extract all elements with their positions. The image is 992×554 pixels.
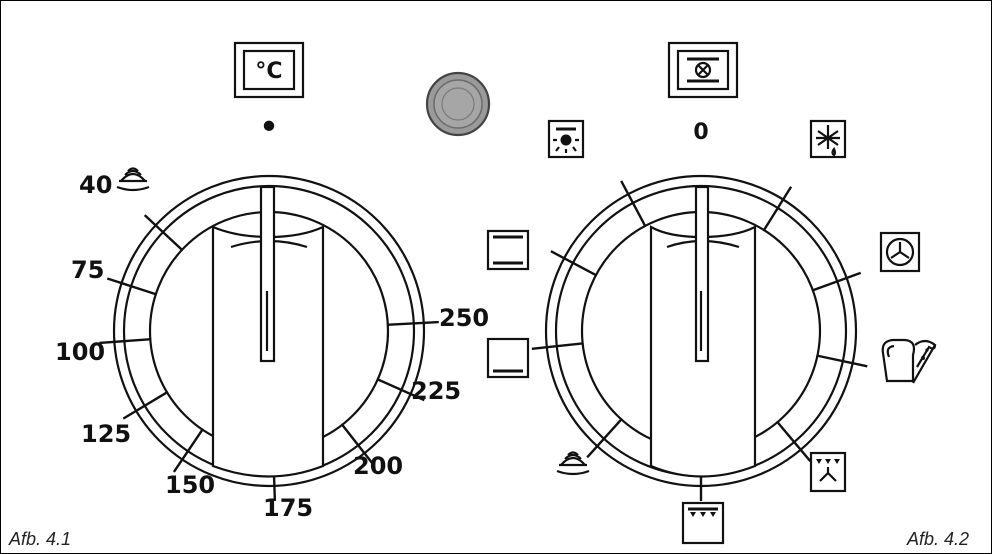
pilot-lamp-icon [425, 71, 491, 137]
oven-lamp-icon [547, 119, 585, 159]
scale-label-75: 75 [71, 256, 104, 284]
bottom-heat-icon [486, 337, 530, 379]
scale-label-250: 250 [439, 304, 489, 332]
thermostat-pointer [259, 185, 276, 363]
thermostat-scale: 40 75 100 125 150 175 200 225 250 [55, 171, 489, 522]
selector-off-label: 0 [693, 120, 708, 145]
thermostat-tick-7 [376, 377, 425, 402]
grill-icon [681, 501, 725, 545]
scale-label-200: 200 [353, 452, 403, 480]
selector-tick-3 [811, 271, 862, 292]
scale-label-125: 125 [81, 420, 131, 448]
defrost-icon [809, 119, 847, 159]
bread-warm-icon [556, 451, 590, 476]
thermostat-indicator-dot: • [258, 107, 279, 148]
selector-tick-6 [586, 417, 623, 459]
scale-label-100: 100 [55, 338, 105, 366]
figure-caption-left: Afb. 4.1 [8, 529, 71, 549]
figure-caption-right: Afb. 4.2 [906, 529, 969, 549]
plate-warming-icon [116, 167, 150, 192]
function-selector-dial[interactable] [531, 174, 868, 501]
temperature-symbol-box: °C [233, 41, 305, 99]
top-bottom-heat-icon [486, 229, 530, 271]
selector-pointer [694, 185, 710, 363]
selector-tick-7 [775, 420, 812, 462]
toast-pizza-icon [881, 338, 937, 384]
thermostat-tick-0 [143, 214, 184, 252]
thermostat-tick-6 [340, 423, 375, 466]
thermostat-dial[interactable] [99, 174, 439, 501]
thermostat-outer-ring [112, 174, 426, 488]
fan-symbol-box [667, 41, 739, 99]
thermostat-tick-1 [106, 277, 158, 296]
selector-tick-4 [531, 342, 584, 350]
selector-tick-marks [531, 180, 868, 501]
scale-label-40: 40 [79, 171, 112, 199]
thermostat-tick-marks [99, 214, 439, 501]
celsius-symbol: °C [255, 59, 282, 84]
thermostat-tick-2 [99, 338, 152, 345]
scale-label-175: 175 [263, 494, 313, 522]
selector-tick-2 [550, 250, 598, 277]
selector-tick-5 [816, 354, 868, 368]
scale-label-225: 225 [411, 377, 461, 405]
scale-label-150: 150 [165, 471, 215, 499]
selector-tick-0 [620, 180, 647, 228]
thermostat-tick-8 [386, 320, 439, 326]
hot-air-fan-icon [879, 231, 921, 273]
grill-fan-icon [809, 451, 847, 493]
selector-tick-1 [762, 186, 793, 232]
thermostat-tick-3 [122, 390, 169, 420]
thermostat-tick-4 [172, 428, 204, 473]
